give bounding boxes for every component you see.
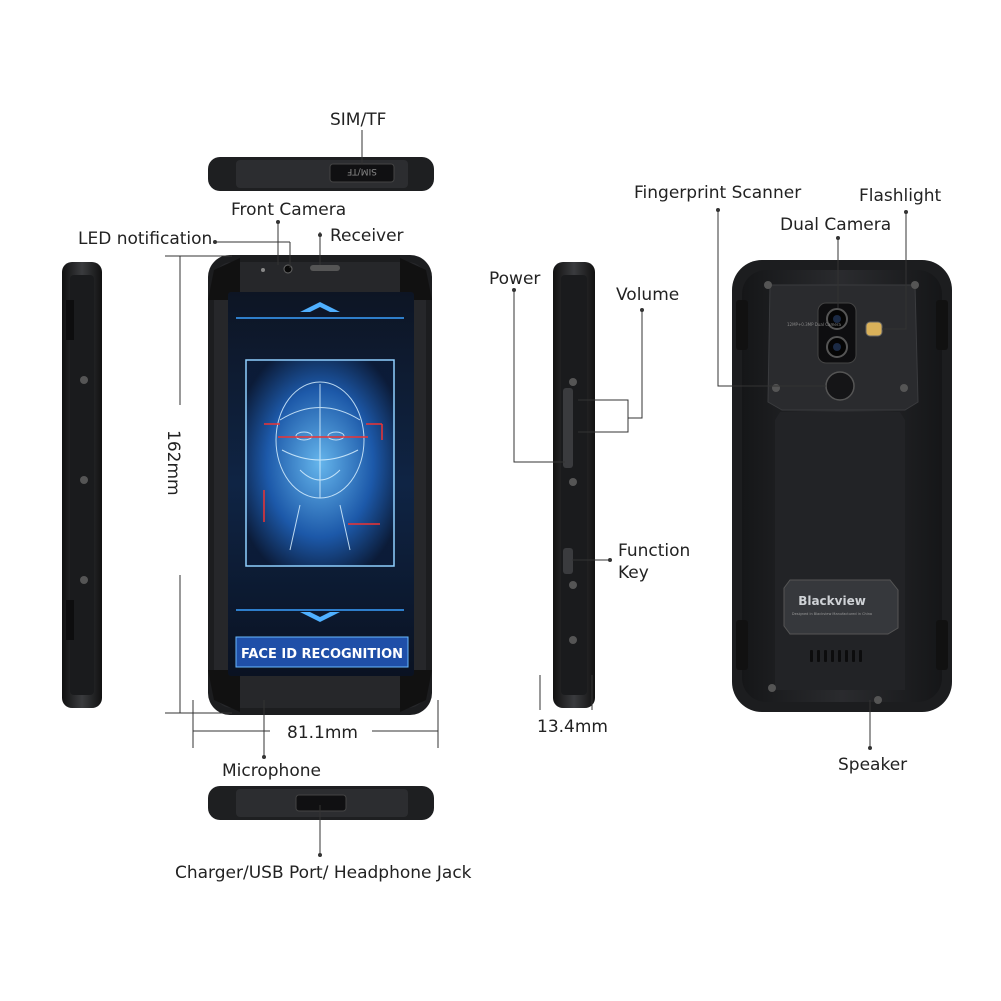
label-led-notification: LED notification (78, 229, 212, 249)
dimension-width: 81.1mm (287, 723, 358, 743)
brand-logo: Blackview (798, 594, 866, 608)
back-view: 12MP+0.3MP Dual Camera Blackview Designe… (732, 260, 952, 712)
top-view: SIM/TF (208, 157, 434, 191)
label-dual-camera: Dual Camera (780, 215, 891, 235)
front-view: FACE ID RECOGNITION (208, 255, 432, 715)
label-function-key-1: Function (618, 541, 690, 561)
receiver-grille (310, 265, 340, 271)
flashlight-leader (882, 212, 907, 330)
label-front-camera: Front Camera (231, 200, 346, 220)
volume-leader-bracket (578, 399, 629, 433)
sim-slot-text: SIM/TF (347, 166, 377, 176)
face-scan-icon (275, 381, 365, 551)
thickness-dimension (539, 675, 593, 710)
speaker-grille (810, 650, 862, 662)
face-id-banner-text: FACE ID RECOGNITION (241, 647, 403, 662)
label-volume: Volume (616, 285, 679, 305)
fingerprint-sensor (825, 371, 855, 401)
label-receiver: Receiver (330, 226, 404, 246)
height-dimension (165, 255, 232, 714)
flashlight-led (865, 321, 883, 337)
power-leader (513, 290, 565, 463)
label-function-key-2: Key (618, 563, 649, 583)
label-flashlight: Flashlight (859, 186, 942, 206)
label-fingerprint-scanner: Fingerprint Scanner (634, 183, 801, 203)
function-key (563, 548, 573, 574)
led-dot (261, 268, 265, 272)
dimension-height: 162mm (163, 430, 183, 496)
brand-sub: Designed in Blackview Manufactured in Ch… (792, 612, 872, 616)
bottom-view (208, 786, 434, 820)
volume-leader-main (628, 310, 643, 419)
label-microphone: Microphone (222, 761, 321, 781)
label-speaker: Speaker (838, 755, 907, 775)
label-charger-port: Charger/USB Port/ Headphone Jack (175, 863, 472, 883)
right-side-view (553, 262, 595, 708)
fingerprint-leader (717, 210, 826, 387)
front-camera-lens (283, 264, 293, 274)
label-power: Power (489, 269, 540, 289)
camera-spec-text: 12MP+0.3MP Dual Camera (787, 322, 841, 327)
face-id-banner (235, 636, 409, 668)
dimension-thickness: 13.4mm (537, 717, 608, 737)
left-side-view (62, 262, 102, 708)
width-dimension (192, 700, 439, 748)
label-sim-tf: SIM/TF (330, 110, 386, 130)
